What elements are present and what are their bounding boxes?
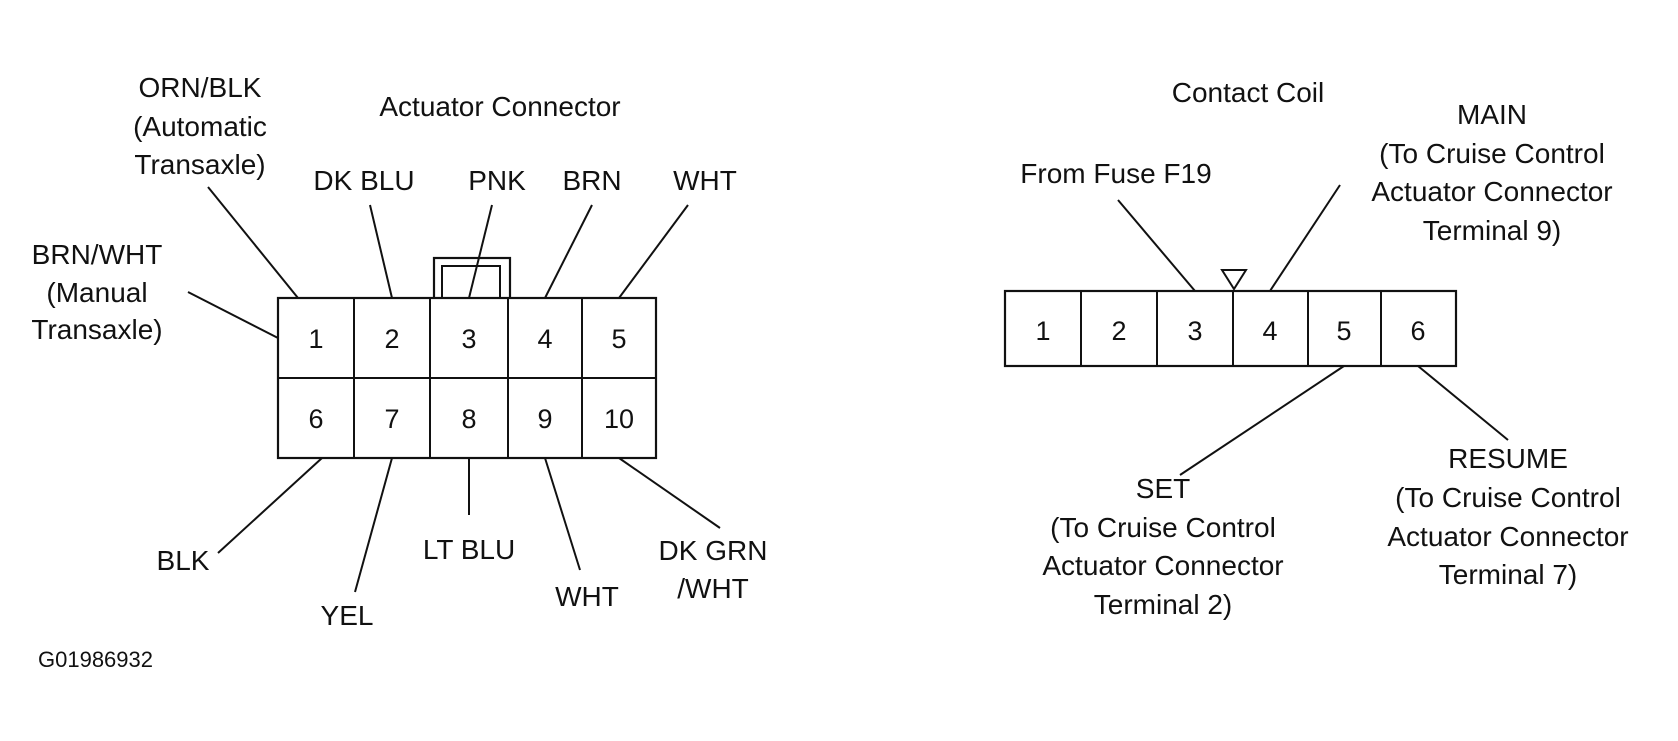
coil-terminal-6: 6: [1410, 316, 1425, 346]
label-coil-t4-line1: MAIN: [1457, 99, 1527, 130]
actuator-terminal-1: 1: [308, 324, 323, 354]
label-t2: DK BLU: [313, 165, 414, 196]
label-coil-t3: From Fuse F19: [1020, 158, 1211, 189]
label-t1-automatic-line1: ORN/BLK: [139, 72, 262, 103]
actuator-terminal-8: 8: [461, 404, 476, 434]
coil-leader-lines: [1117, 184, 1509, 476]
label-t4: BRN: [562, 165, 621, 196]
label-t5: WHT: [673, 165, 737, 196]
label-coil-t5-line4: Terminal 2): [1094, 589, 1232, 620]
actuator-terminal-10: 10: [604, 404, 634, 434]
actuator-terminal-6: 6: [308, 404, 323, 434]
label-coil-t5-line3: Actuator Connector: [1042, 550, 1283, 581]
label-t1-manual-line2: (Manual: [46, 277, 147, 308]
label-t3: PNK: [468, 165, 526, 196]
actuator-terminal-2: 2: [384, 324, 399, 354]
label-coil-t4-line4: Terminal 9): [1423, 215, 1561, 246]
actuator-terminal-7: 7: [384, 404, 399, 434]
actuator-latch-outer: [432, 256, 512, 302]
label-t1-automatic-line2: (Automatic: [133, 111, 267, 142]
label-t8: LT BLU: [423, 534, 515, 565]
coil-terminal-4: 4: [1262, 316, 1277, 346]
actuator-connector-title: Actuator Connector: [379, 91, 620, 122]
coil-terminal-3: 3: [1187, 316, 1202, 346]
coil-terminal-1: 1: [1035, 316, 1050, 346]
label-t1-manual-line3: Transaxle): [31, 314, 162, 345]
actuator-terminal-4: 4: [537, 324, 552, 354]
label-coil-t5-line2: (To Cruise Control: [1050, 512, 1276, 543]
label-coil-t5-line1: SET: [1136, 473, 1190, 504]
figure-code: G01986932: [38, 647, 153, 672]
label-coil-t6-line4: Terminal 7): [1439, 559, 1577, 590]
label-t7: YEL: [321, 600, 374, 631]
label-coil-t6-line2: (To Cruise Control: [1395, 482, 1621, 513]
coil-terminal-5: 5: [1336, 316, 1351, 346]
label-t1-automatic-line3: Transaxle): [134, 149, 265, 180]
contact-coil-title: Contact Coil: [1172, 77, 1325, 108]
label-coil-t4-line2: (To Cruise Control: [1379, 138, 1605, 169]
label-t1-manual-line1: BRN/WHT: [32, 239, 163, 270]
label-coil-t4-line3: Actuator Connector: [1371, 176, 1612, 207]
label-t6: BLK: [157, 545, 210, 576]
alignment-triangle-icon: [1220, 269, 1248, 291]
actuator-leader-lines: [187, 186, 721, 593]
actuator-terminal-5: 5: [611, 324, 626, 354]
label-t10-line2: /WHT: [677, 573, 749, 604]
label-coil-t6-line3: Actuator Connector: [1387, 521, 1628, 552]
label-t10-line1: DK GRN: [659, 535, 768, 566]
actuator-terminal-9: 9: [537, 404, 552, 434]
actuator-terminal-3: 3: [461, 324, 476, 354]
label-t9: WHT: [555, 581, 619, 612]
contact-coil-body: [1003, 289, 1458, 368]
label-coil-t6-line1: RESUME: [1448, 443, 1568, 474]
coil-terminal-2: 2: [1111, 316, 1126, 346]
actuator-connector-body: [276, 296, 658, 460]
